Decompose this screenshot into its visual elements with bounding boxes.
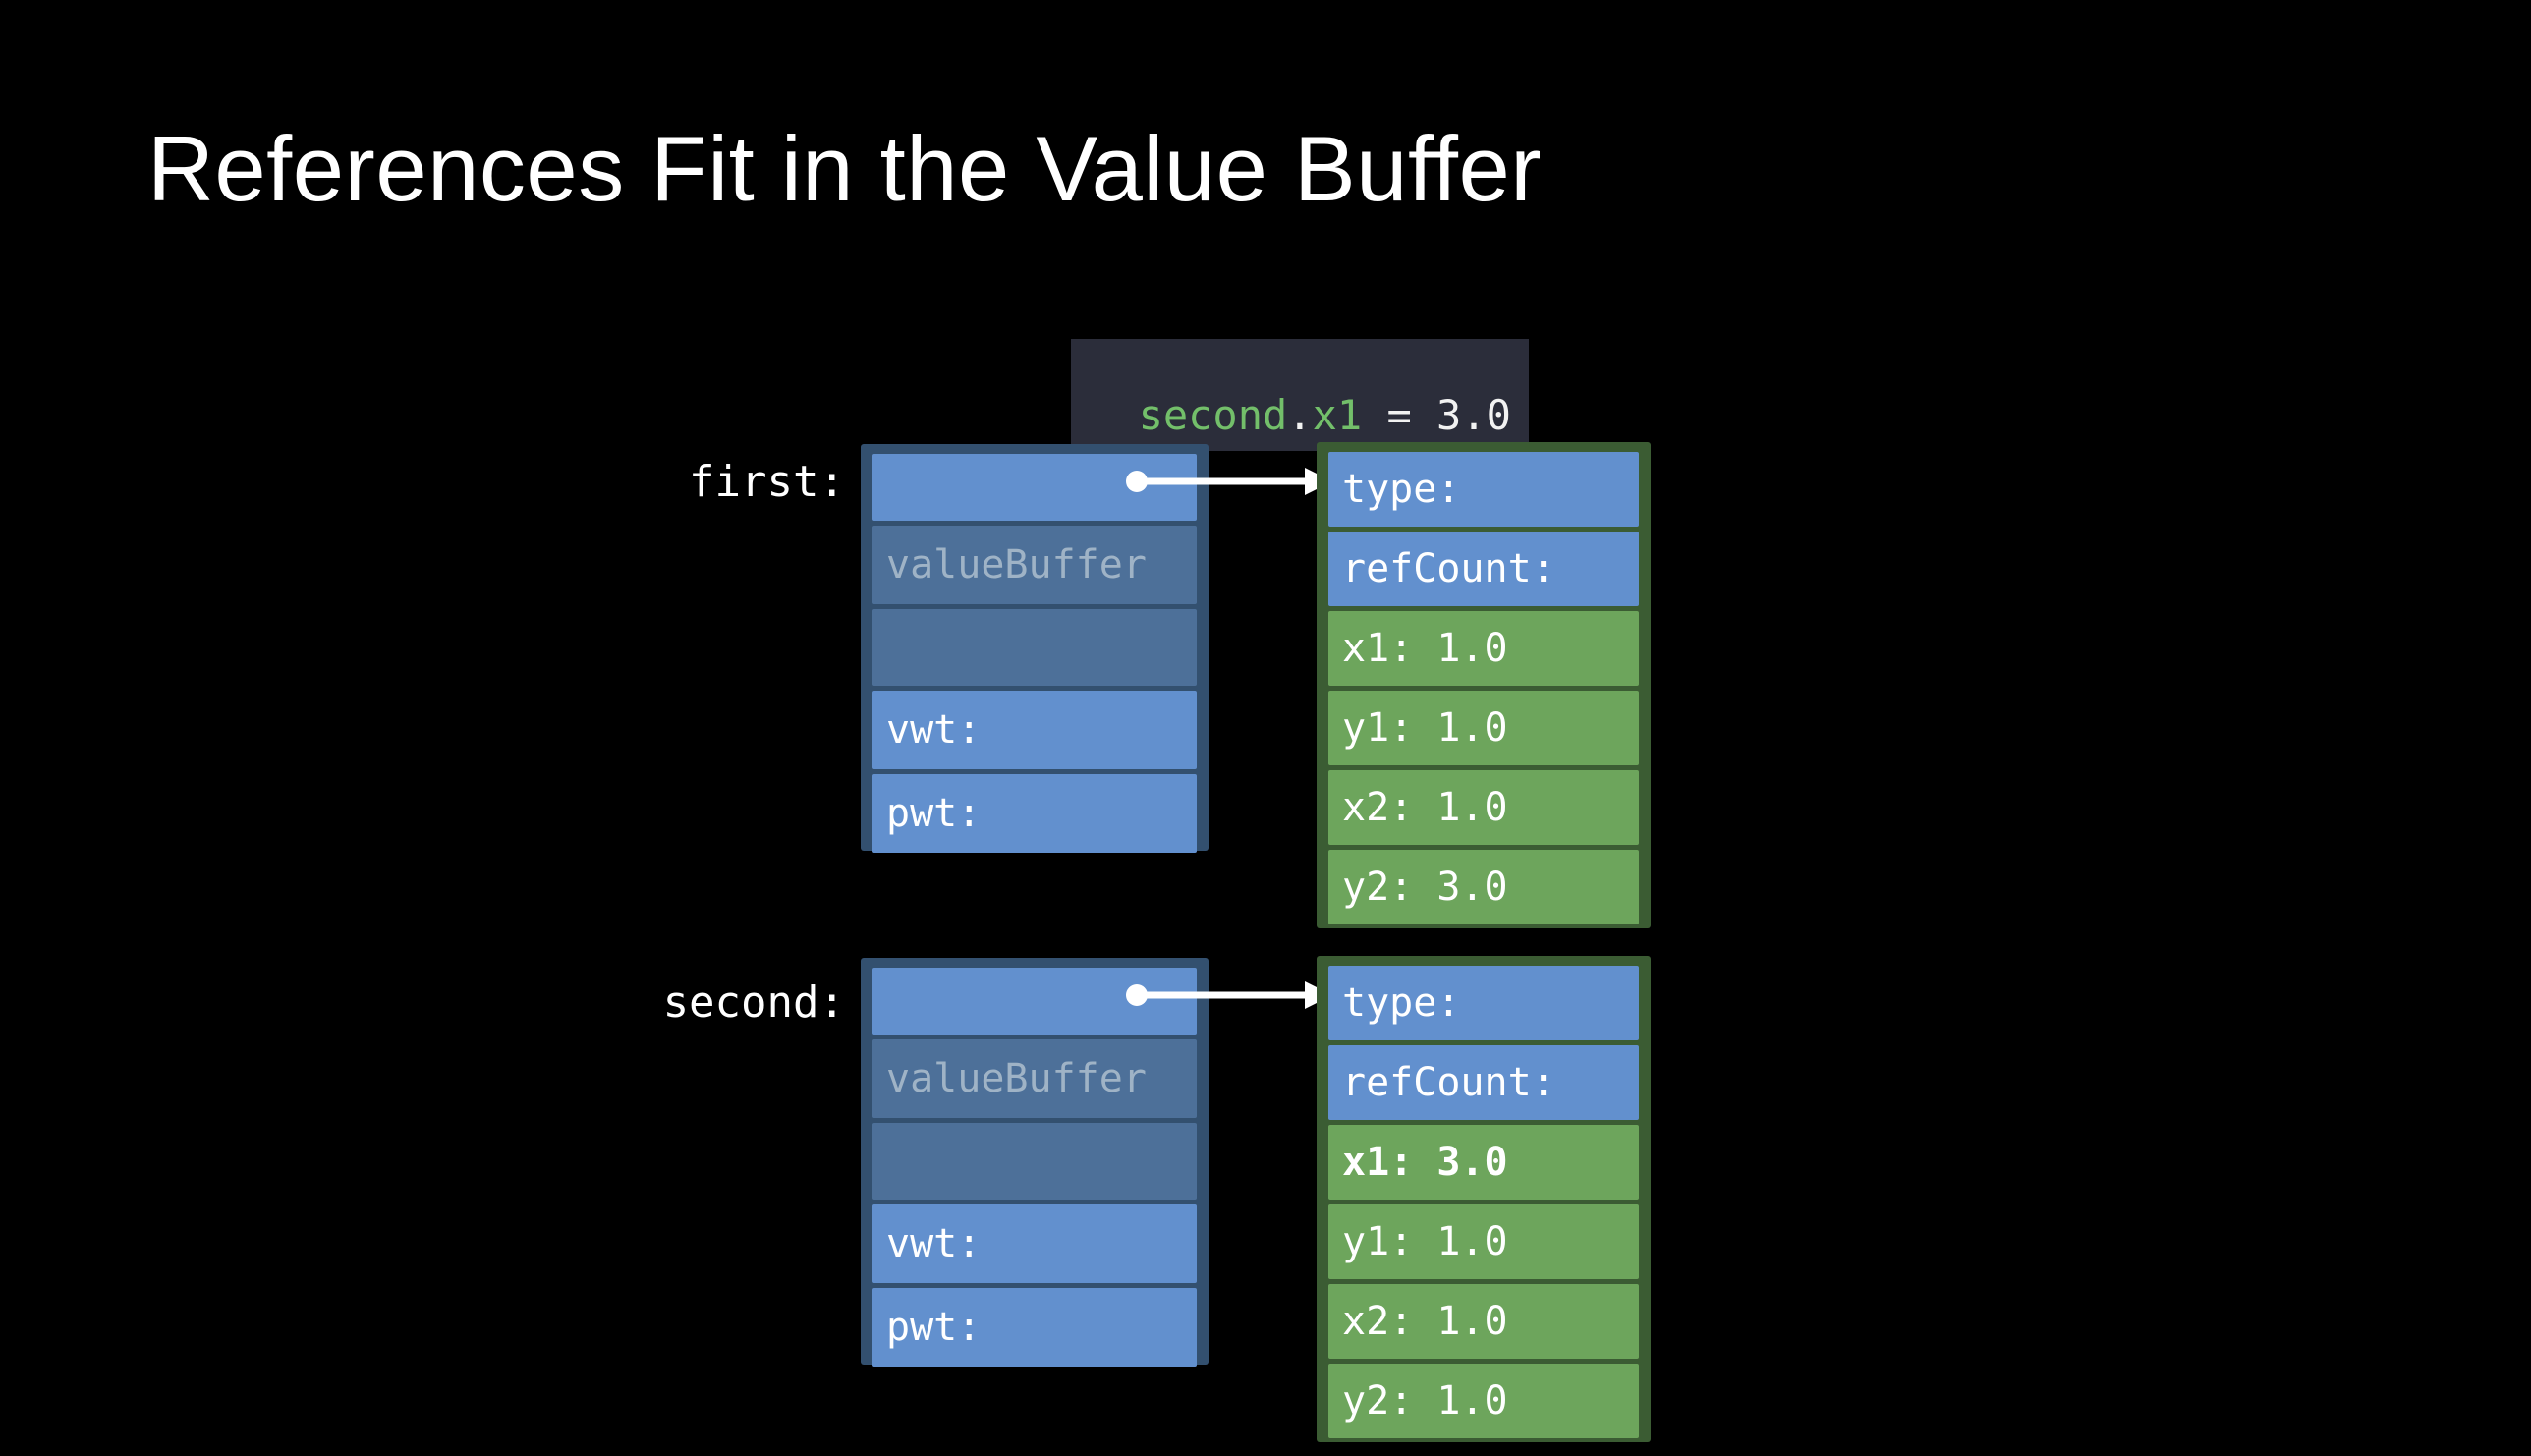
object-first-refcount-cell: refCount: <box>1328 532 1639 606</box>
struct-first-vwt-cell: vwt: <box>872 691 1197 769</box>
struct-second-pwt-cell: pwt: <box>872 1288 1197 1367</box>
struct-box-second: valueBuffer vwt: pwt: <box>861 958 1209 1367</box>
code-token-x1: x1 <box>1312 391 1363 440</box>
struct-second-vwt-cell: vwt: <box>872 1204 1197 1283</box>
struct-second-pointer-cell <box>872 968 1197 1035</box>
object-first-y2-cell: y2: 3.0 <box>1328 850 1639 924</box>
code-token-value: 3.0 <box>1436 391 1511 440</box>
object-box-second: type: refCount: x1: 3.0 y1: 1.0 x2: 1.0 … <box>1317 956 1651 1442</box>
object-second-y2-cell: y2: 1.0 <box>1328 1364 1639 1438</box>
object-first-y1-cell: y1: 1.0 <box>1328 691 1639 765</box>
code-token-second: second <box>1138 391 1288 440</box>
struct-first-valuebuffer-slot <box>872 609 1197 686</box>
object-first-x1-cell: x1: 1.0 <box>1328 611 1639 686</box>
struct-second-valuebuffer-label: valueBuffer <box>872 1039 1197 1118</box>
object-first-x2-cell: x2: 1.0 <box>1328 770 1639 845</box>
struct-first-valuebuffer-label: valueBuffer <box>872 526 1197 604</box>
object-second-type-cell: type: <box>1328 966 1639 1040</box>
object-second-y1-cell: y1: 1.0 <box>1328 1204 1639 1279</box>
struct-box-first: valueBuffer vwt: pwt: <box>861 444 1209 853</box>
struct-first-pwt-cell: pwt: <box>872 774 1197 853</box>
struct-label-second: second: <box>662 978 845 1028</box>
code-token-dot: . <box>1287 391 1313 440</box>
code-token-equals: = <box>1362 391 1437 440</box>
object-second-x1-cell: x1: 3.0 <box>1328 1125 1639 1200</box>
struct-first-pointer-cell <box>872 454 1197 521</box>
object-first-type-cell: type: <box>1328 452 1639 527</box>
page-title: References Fit in the Value Buffer <box>147 116 1543 220</box>
struct-label-first: first: <box>689 457 845 507</box>
object-second-x2-cell: x2: 1.0 <box>1328 1284 1639 1359</box>
code-badge: second.x1 = 3.0 <box>1071 339 1529 452</box>
object-second-refcount-cell: refCount: <box>1328 1045 1639 1120</box>
struct-second-valuebuffer-slot <box>872 1123 1197 1200</box>
object-box-first: type: refCount: x1: 1.0 y1: 1.0 x2: 1.0 … <box>1317 442 1651 928</box>
